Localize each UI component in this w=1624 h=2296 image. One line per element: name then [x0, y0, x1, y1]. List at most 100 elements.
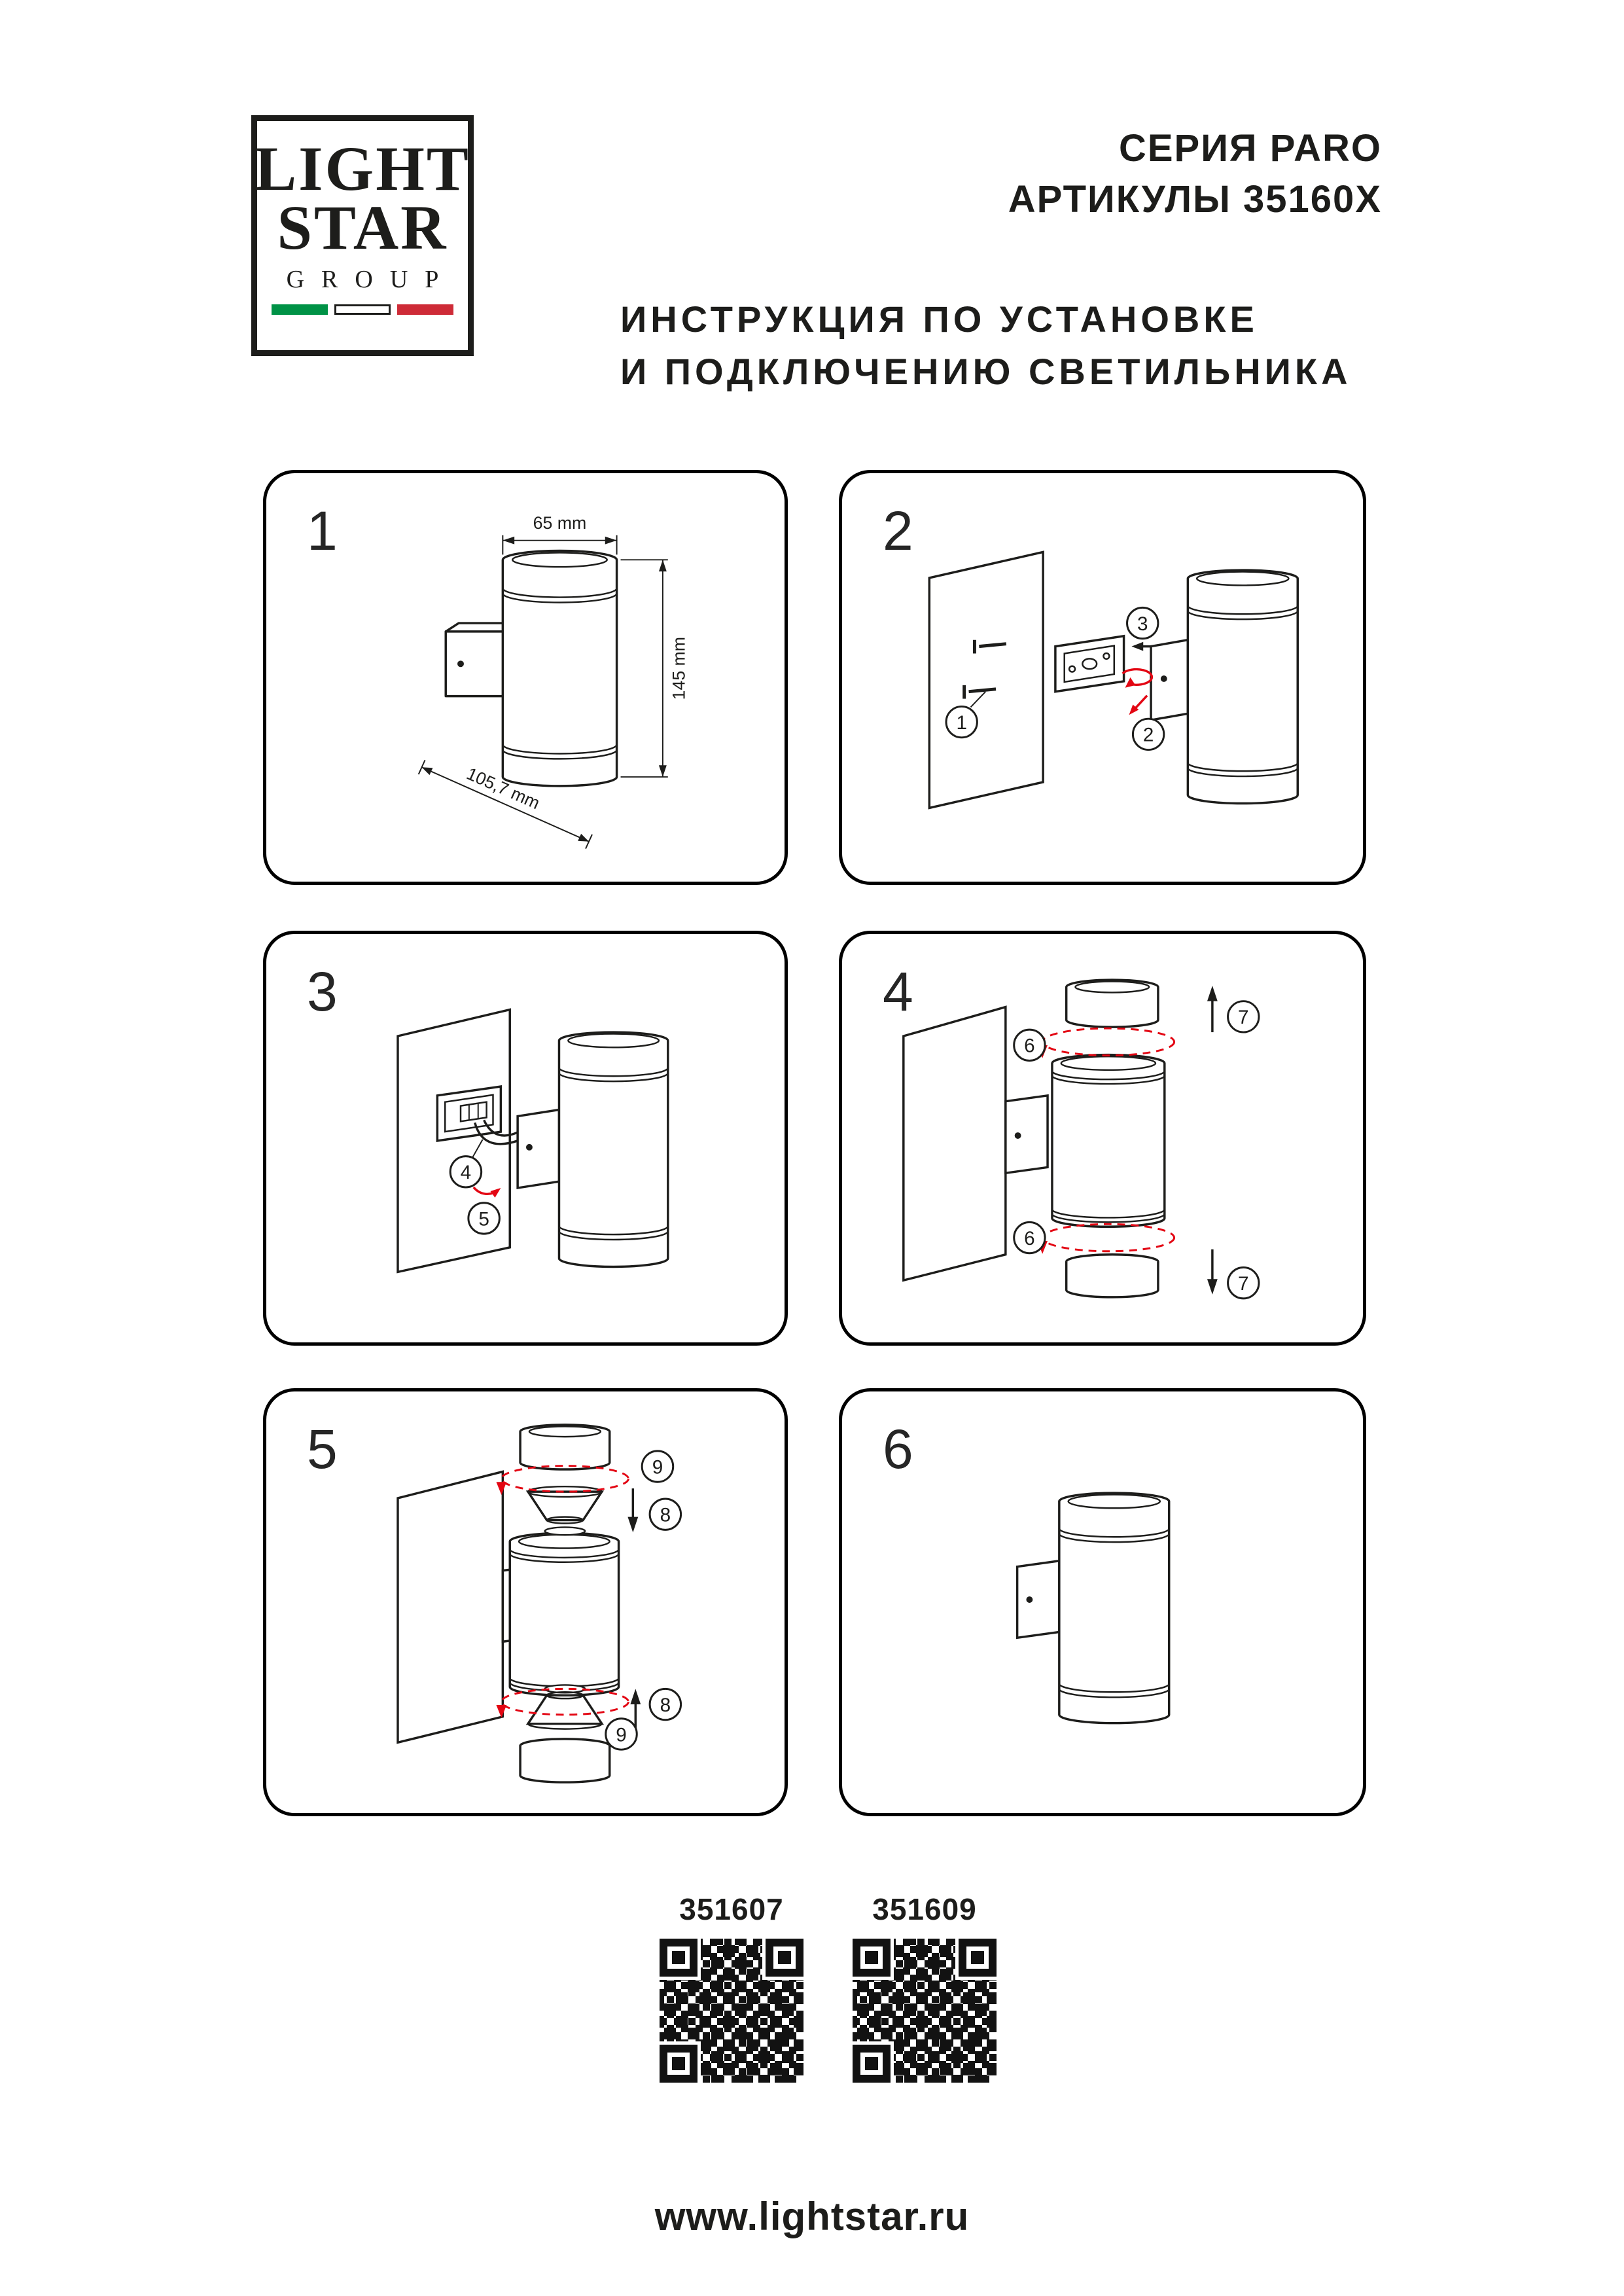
callout-4: 4	[449, 1155, 483, 1189]
width-dimension	[502, 535, 618, 555]
series-title: СЕРИЯ PARO	[1118, 127, 1382, 170]
svg-text:4: 4	[461, 1162, 472, 1183]
qr-finder-icon	[660, 2045, 697, 2083]
step-1-dimension-drawing: 65 mm 145 mm 105,7 mm	[417, 513, 689, 850]
qr-finder-icon	[853, 1939, 891, 1977]
step-panel-3: 3	[263, 931, 788, 1346]
logo-word-group: GROUP	[286, 266, 456, 294]
svg-text:3: 3	[1137, 613, 1148, 635]
dim-arrow	[421, 767, 433, 776]
step-panel-4: 4	[839, 931, 1366, 1346]
wall-panel	[397, 1470, 504, 1744]
step-number-5: 5	[307, 1418, 338, 1480]
dim-arrow	[578, 833, 590, 842]
bracket-hole	[457, 660, 464, 668]
unscrew-indicator-top	[1037, 1027, 1176, 1058]
lamp-assembly	[1015, 1492, 1171, 1725]
callout-9-bottom: 9	[605, 1717, 638, 1751]
logo-word-light: LIGHT	[255, 134, 470, 204]
top-cap	[1065, 978, 1159, 1028]
step-number-4: 4	[883, 961, 913, 1022]
step-panel-1: 1 65 m	[263, 470, 788, 885]
top-cap	[519, 1424, 611, 1471]
dim-arrow	[658, 765, 667, 778]
svg-text:1: 1	[956, 712, 966, 734]
unscrew-indicator-bottom	[1037, 1223, 1176, 1254]
article-number-1: 351607	[679, 1892, 784, 1926]
insert-arrow-up	[630, 1689, 641, 1729]
dim-height-label: 145 mm	[669, 637, 689, 700]
document-title-line2: И ПОДКЛЮЧЕНИЮ СВЕТИЛЬНИКА	[620, 350, 1352, 392]
step-number-1: 1	[307, 500, 338, 562]
svg-text:9: 9	[652, 1456, 663, 1478]
remove-arrow-up	[1207, 985, 1218, 1033]
step-5-glass-drawing: 9 8 8 9	[397, 1424, 682, 1784]
top-reflector-cone	[525, 1485, 605, 1536]
logo-flag-white	[334, 304, 391, 315]
lamp-assembly	[516, 1031, 669, 1268]
rotate-arrow	[472, 1186, 501, 1198]
step-number-2: 2	[883, 500, 913, 562]
wall-bracket	[444, 622, 506, 698]
callout-6-bottom: 6	[1013, 1221, 1046, 1255]
callout-8-top: 8	[648, 1498, 682, 1531]
qr-finder-icon	[766, 1939, 803, 1977]
svg-text:2: 2	[1143, 725, 1154, 746]
step-panel-2: 2	[839, 470, 1366, 885]
document-title-line1: ИНСТРУКЦИЯ ПО УСТАНОВКЕ	[620, 298, 1258, 340]
step-6-finished-drawing	[1015, 1492, 1171, 1725]
dim-arrow	[658, 560, 667, 572]
svg-text:6: 6	[1024, 1035, 1034, 1057]
svg-text:5: 5	[478, 1208, 489, 1230]
qr-finder-icon	[959, 1939, 997, 1977]
step-panel-6: 6	[839, 1388, 1366, 1816]
step-3-wiring-drawing: 4 5	[397, 1008, 669, 1274]
step-4-caps-drawing: 6 7 6 7	[902, 978, 1260, 1300]
step-2-mounting-drawing: 1 2 3	[928, 550, 1299, 810]
callout-8-bottom: 8	[648, 1687, 682, 1721]
dim-width-label: 65 mm	[533, 513, 587, 533]
qr-finder-icon	[853, 2045, 891, 2083]
callout-1: 1	[945, 705, 978, 739]
wall-panel	[397, 1008, 511, 1274]
logo-italian-flag	[272, 304, 453, 315]
svg-text:8: 8	[660, 1505, 671, 1526]
wall-panel	[902, 1005, 1007, 1282]
insert-arrowhead	[1131, 641, 1144, 651]
callout-9-top: 9	[641, 1450, 675, 1483]
bottom-reflector-cone	[525, 1684, 605, 1730]
svg-text:9: 9	[616, 1724, 627, 1746]
height-dimension	[620, 559, 668, 778]
product-header: СЕРИЯ PARO АРТИКУЛЫ 35160X	[620, 123, 1382, 226]
remove-arrow-down	[1207, 1249, 1218, 1295]
mounting-screws	[962, 639, 1007, 699]
callout-leader	[470, 1139, 484, 1161]
callout-5: 5	[467, 1202, 501, 1235]
lamp-assembly	[1004, 1053, 1166, 1228]
svg-text:7: 7	[1238, 1273, 1248, 1295]
logo-word-star: STAR	[277, 192, 448, 263]
dim-arrow	[605, 536, 617, 545]
callout-3: 3	[1126, 606, 1159, 640]
depth-dimension	[417, 759, 593, 850]
logo-flag-red	[397, 304, 453, 315]
lamp-assembly	[501, 1532, 620, 1696]
article-number-2: 351609	[872, 1892, 977, 1926]
mounting-plate	[1054, 634, 1125, 693]
qr-finder-icon	[660, 1939, 697, 1977]
svg-text:7: 7	[1238, 1007, 1248, 1028]
callout-leader	[970, 691, 986, 708]
qr-code-351609	[853, 1939, 997, 2083]
website-url: www.lightstar.ru	[654, 2195, 970, 2238]
lamp-assembly	[1150, 569, 1299, 805]
dim-arrow	[503, 536, 515, 545]
articles-title: АРТИКУЛЫ 35160X	[1008, 178, 1382, 221]
bottom-cap	[1065, 1253, 1159, 1299]
lightstar-logo: LIGHT STAR GROUP	[251, 115, 474, 356]
qr-code-351607	[660, 1939, 803, 2083]
callout-2: 2	[1131, 717, 1165, 751]
callout-6-top: 6	[1013, 1028, 1046, 1062]
wall-panel	[928, 550, 1044, 810]
callout-7-bottom: 7	[1227, 1266, 1260, 1300]
